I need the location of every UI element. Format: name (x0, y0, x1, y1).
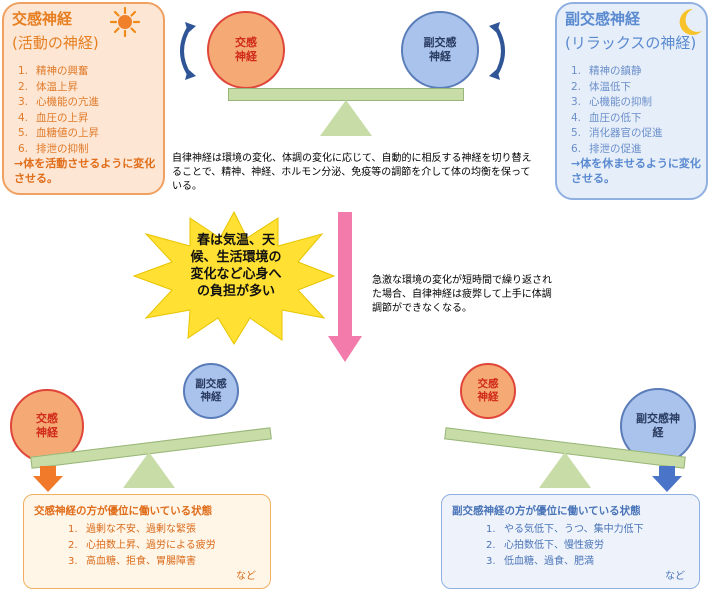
sympathetic-title: 交感神経 (12, 10, 73, 28)
balance-fulcrum-left (123, 452, 175, 488)
list-item: 3.心機能の抑制 (571, 96, 652, 108)
sympathetic-conclusion: →体を活動させるように変化させる。 (14, 157, 156, 185)
sympathetic-subtitle: (活動の神経) (12, 34, 99, 52)
down-arrow-icon (33, 466, 63, 492)
list-item: 4.血圧の上昇 (18, 111, 89, 124)
list-item: 4.血圧の低下 (571, 111, 642, 124)
balance-fulcrum-top (320, 100, 372, 136)
sun-icon (109, 6, 141, 38)
etc-text: など (665, 571, 685, 582)
list-item: 2.体温低下 (571, 80, 631, 93)
etc-text: など (236, 571, 256, 582)
parasympathetic-circle-left: 副交感神経 (183, 363, 239, 419)
list-item: 3.高血糖、拒食、胃腸障害 (68, 556, 196, 567)
sympathetic-dominant-box: 交感神経の方が優位に働いている状態 1.過剰な不安、過剰な緊張 2.心拍数上昇、… (23, 494, 271, 589)
parasympathetic-dominant-title: 副交感神経の方が優位に働いている状態 (452, 505, 641, 517)
moon-icon (679, 8, 702, 35)
parasympathetic-circle-top: 副交感神経 (401, 11, 479, 89)
list-item: 6.排泄の抑制 (18, 142, 89, 155)
list-item: 6.排泄の促進 (571, 142, 642, 155)
parasympathetic-dominant-list: 1.やる気低下、うつ、集中力低下 2.心拍数低下、慢性疲労 3.低血糖、過食、肥… (486, 522, 644, 570)
list-item: 1.過剰な不安、過剰な緊張 (68, 524, 196, 535)
parasympathetic-dominant-box: 副交感神経の方が優位に働いている状態 1.やる気低下、うつ、集中力低下 2.心拍… (441, 494, 700, 589)
description-text: 自律神経は環境の変化、体調の変化に応じて、自動的に相反する神経を切り替えることで… (172, 153, 532, 192)
list-item: 1.やる気低下、うつ、集中力低下 (486, 524, 644, 535)
parasympathetic-subtitle: (リラックスの神経) (565, 34, 697, 52)
sympathetic-dominant-list: 1.過剰な不安、過剰な緊張 2.心拍数上昇、過労による疲労 3.高血糖、拒食、胃… (68, 522, 216, 570)
curved-arrow-icon (489, 22, 505, 80)
list-item: 1.精神の興奮 (18, 65, 89, 77)
sympathetic-dominant-title: 交感神経の方が優位に働いている状態 (34, 505, 213, 517)
sympathetic-list: 1.精神の興奮 2.体温上昇 3.心機能の亢進 4.血圧の上昇 5.血糖値の上昇… (18, 64, 99, 157)
parasympathetic-box: 副交感神経 (リラックスの神経) 1.精神の鎮静 2.体温低下 3.心機能の抑制… (555, 2, 708, 200)
parasympathetic-circle-right: 副交感神経 (620, 388, 696, 464)
list-item: 3.心機能の亢進 (18, 96, 99, 108)
parasympathetic-title: 副交感神経 (565, 10, 641, 28)
list-item: 1.精神の鎮静 (571, 65, 642, 77)
sympathetic-box: 交感神経 (活動の神経) 1.精神の興奮 2.体温上昇 3.心機能の亢進 4.血… (2, 2, 165, 195)
list-item: 5.消化器官の促進 (571, 127, 663, 139)
curved-arrow-icon (180, 22, 196, 80)
parasympathetic-list: 1.精神の鎮静 2.体温低下 3.心機能の抑制 4.血圧の低下 5.消化器官の促… (571, 64, 663, 157)
parasympathetic-conclusion: →体を休ませるように変化させる。 (571, 157, 701, 185)
sympathetic-circle-top: 交感神経 (207, 11, 285, 89)
balance-fulcrum-right (539, 452, 591, 488)
list-item: 3.低血糖、過食、肥満 (486, 556, 594, 567)
burst-text: 春は気温、天候、生活環境の変化など心身への負担が多い (190, 233, 282, 299)
arrow-note: 急激な環境の変化が短時間で繰り返された場合、自律神経は疲弊して上手に体調調節がで… (372, 275, 552, 314)
sympathetic-circle-right: 交感神経 (460, 363, 516, 419)
list-item: 2.体温上昇 (18, 80, 78, 93)
down-arrow-icon (652, 466, 682, 492)
list-item: 5.血糖値の上昇 (18, 127, 99, 139)
list-item: 2.心拍数低下、慢性疲労 (486, 540, 604, 551)
burst-icon (132, 210, 336, 345)
down-arrow-icon (328, 212, 362, 362)
list-item: 2.心拍数上昇、過労による疲労 (68, 540, 216, 551)
